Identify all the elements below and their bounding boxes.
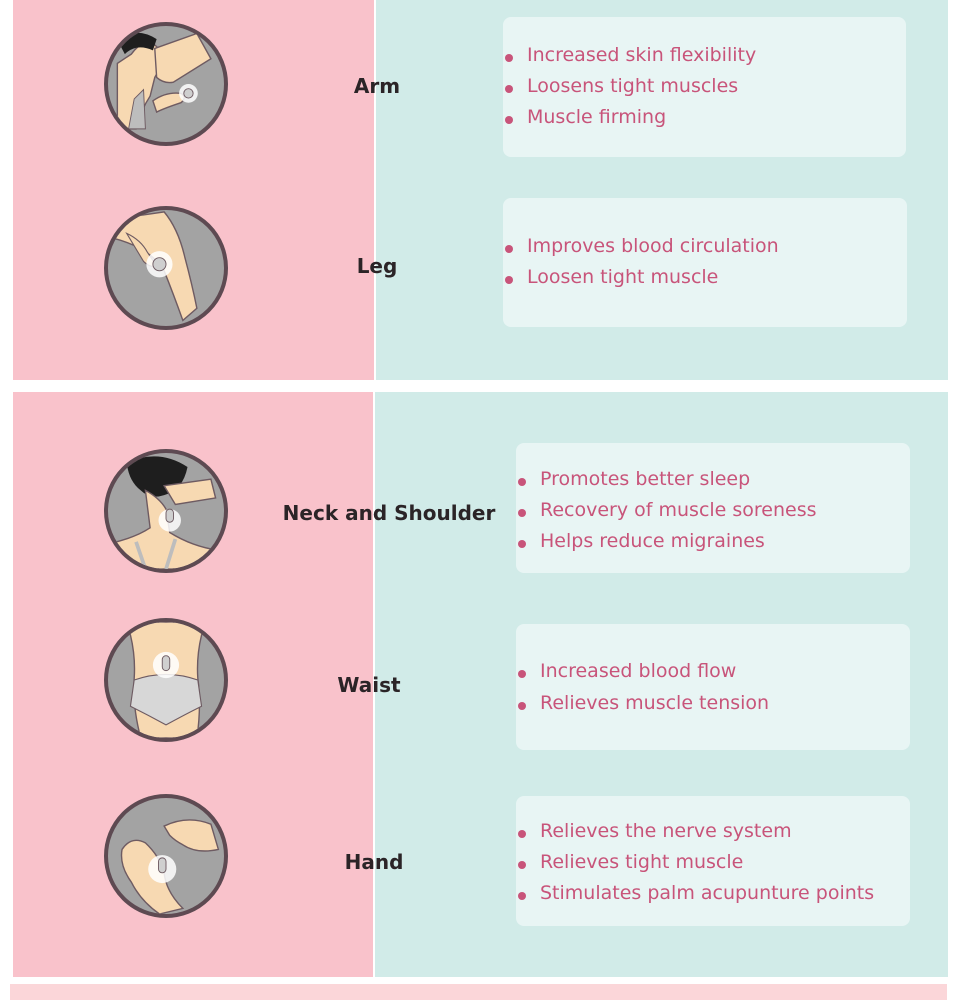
benefit-item: Improves blood circulation — [503, 233, 907, 264]
benefit-item: Relieves muscle tension — [516, 690, 910, 722]
benefits-card-neck-and-shoulder: Promotes better sleep Recovery of muscle… — [516, 443, 910, 573]
arm-massage-icon — [104, 22, 228, 146]
body-part-label-arm: Arm — [353, 74, 401, 98]
body-part-label-neck-and-shoulder: Neck and Shoulder — [282, 501, 496, 525]
benefits-card-arm: Increased skin flexibility Loosens tight… — [503, 17, 906, 157]
body-part-label-hand: Hand — [344, 850, 404, 874]
leg-massage-icon — [104, 206, 228, 330]
benefits-card-leg: Improves blood circulation Loosen tight … — [503, 198, 907, 327]
benefit-item: Relieves tight muscle — [516, 849, 910, 880]
hand-massage-icon — [104, 794, 228, 918]
section-divider — [374, 0, 376, 380]
benefit-item: Helps reduce migraines — [516, 528, 910, 559]
benefits-card-waist: Increased blood flow Relieves muscle ten… — [516, 624, 910, 750]
benefits-card-hand: Relieves the nerve system Relieves tight… — [516, 796, 910, 926]
waist-massage-icon — [104, 618, 228, 742]
section-divider — [373, 392, 375, 977]
benefit-item: Loosens tight muscles — [503, 73, 906, 104]
benefit-item: Relieves the nerve system — [516, 818, 910, 849]
neck-shoulder-massage-icon — [104, 449, 228, 573]
section-lower-body: Neck and Shoulder Promotes better sleep … — [13, 392, 948, 977]
section-upper-body: Arm Increased skin flexibility Loosens t… — [13, 0, 948, 380]
benefit-item: Recovery of muscle soreness — [516, 497, 910, 528]
bottom-pink-strip — [10, 984, 947, 1000]
benefit-item: Muscle firming — [503, 104, 906, 135]
benefit-item: Stimulates palm acupunture points — [516, 880, 910, 911]
benefit-item: Increased blood flow — [516, 658, 910, 690]
body-part-label-leg: Leg — [356, 254, 398, 278]
benefit-item: Promotes better sleep — [516, 466, 910, 497]
benefit-item: Loosen tight muscle — [503, 264, 907, 295]
body-part-label-waist: Waist — [337, 673, 401, 697]
benefit-item: Increased skin flexibility — [503, 42, 906, 73]
